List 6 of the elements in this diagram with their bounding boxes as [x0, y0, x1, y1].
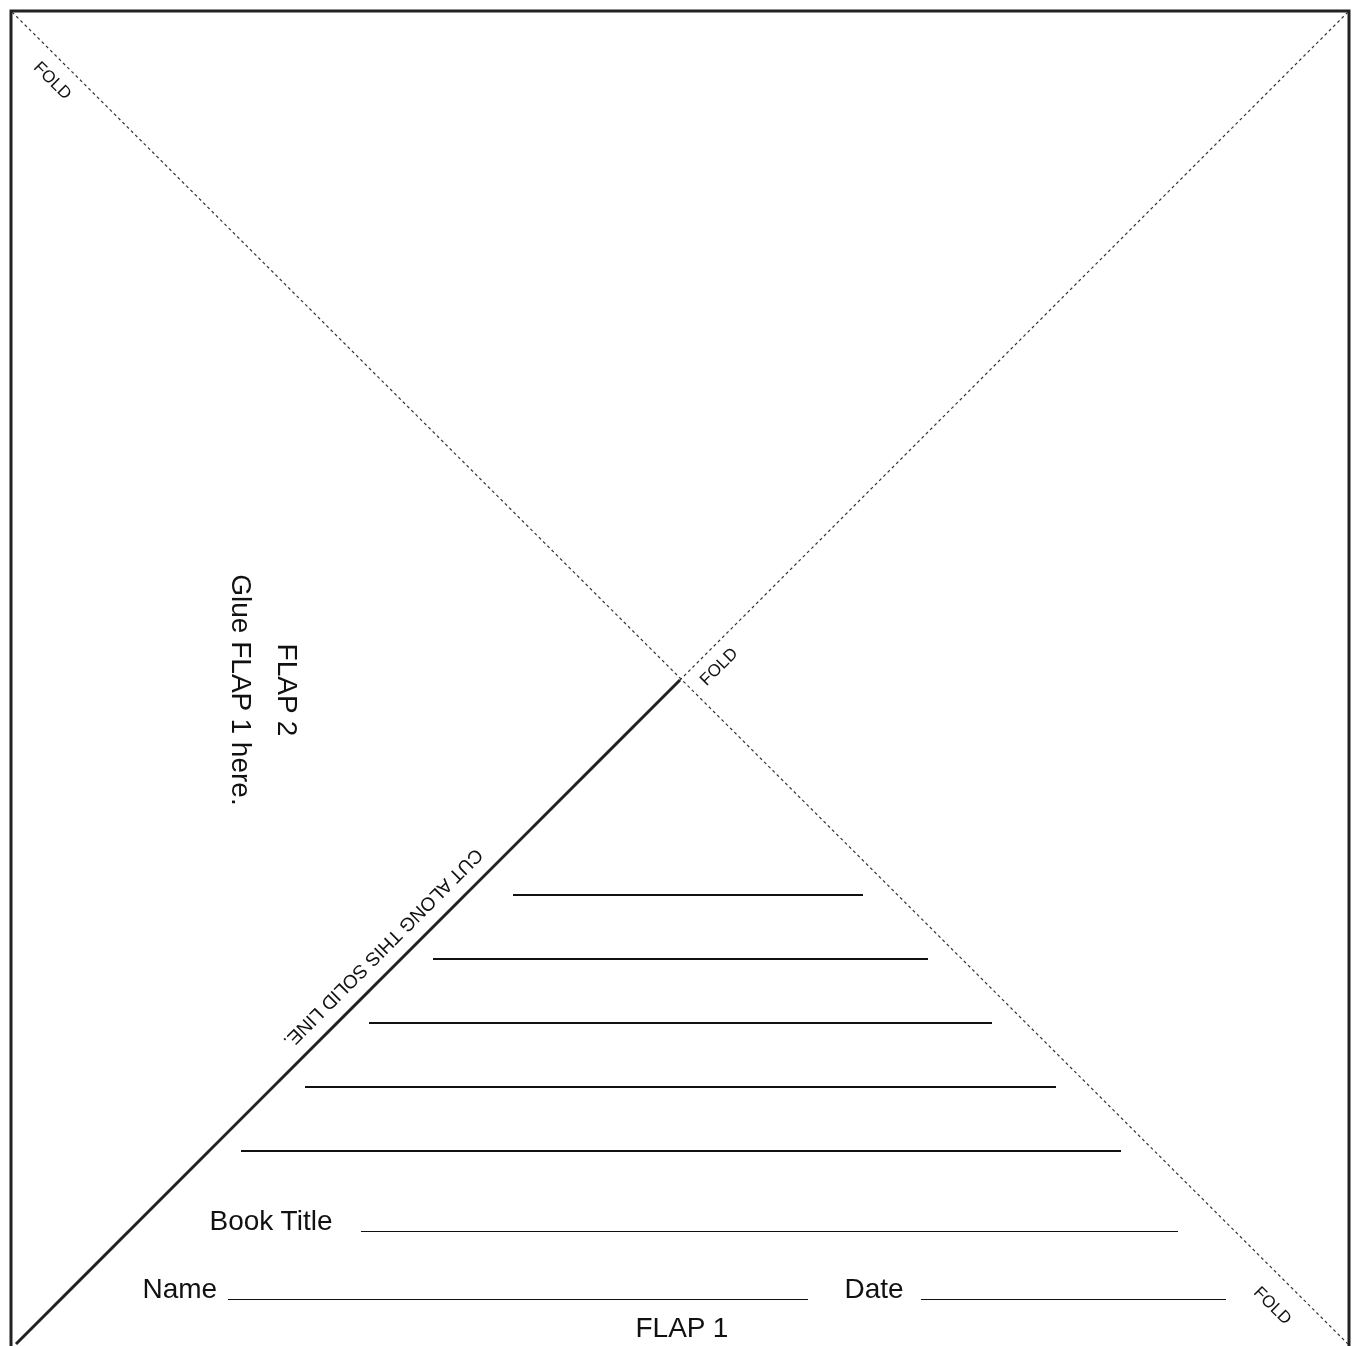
flap-label: FLAP 2 [272, 643, 301, 737]
field-label: Book Title [209, 1207, 333, 1235]
flap-label: FLAP 1 [635, 1314, 729, 1342]
field-label: Name [142, 1275, 218, 1303]
instruction-text: Glue FLAP 1 here. [226, 574, 255, 806]
field-label: Date [844, 1275, 904, 1303]
